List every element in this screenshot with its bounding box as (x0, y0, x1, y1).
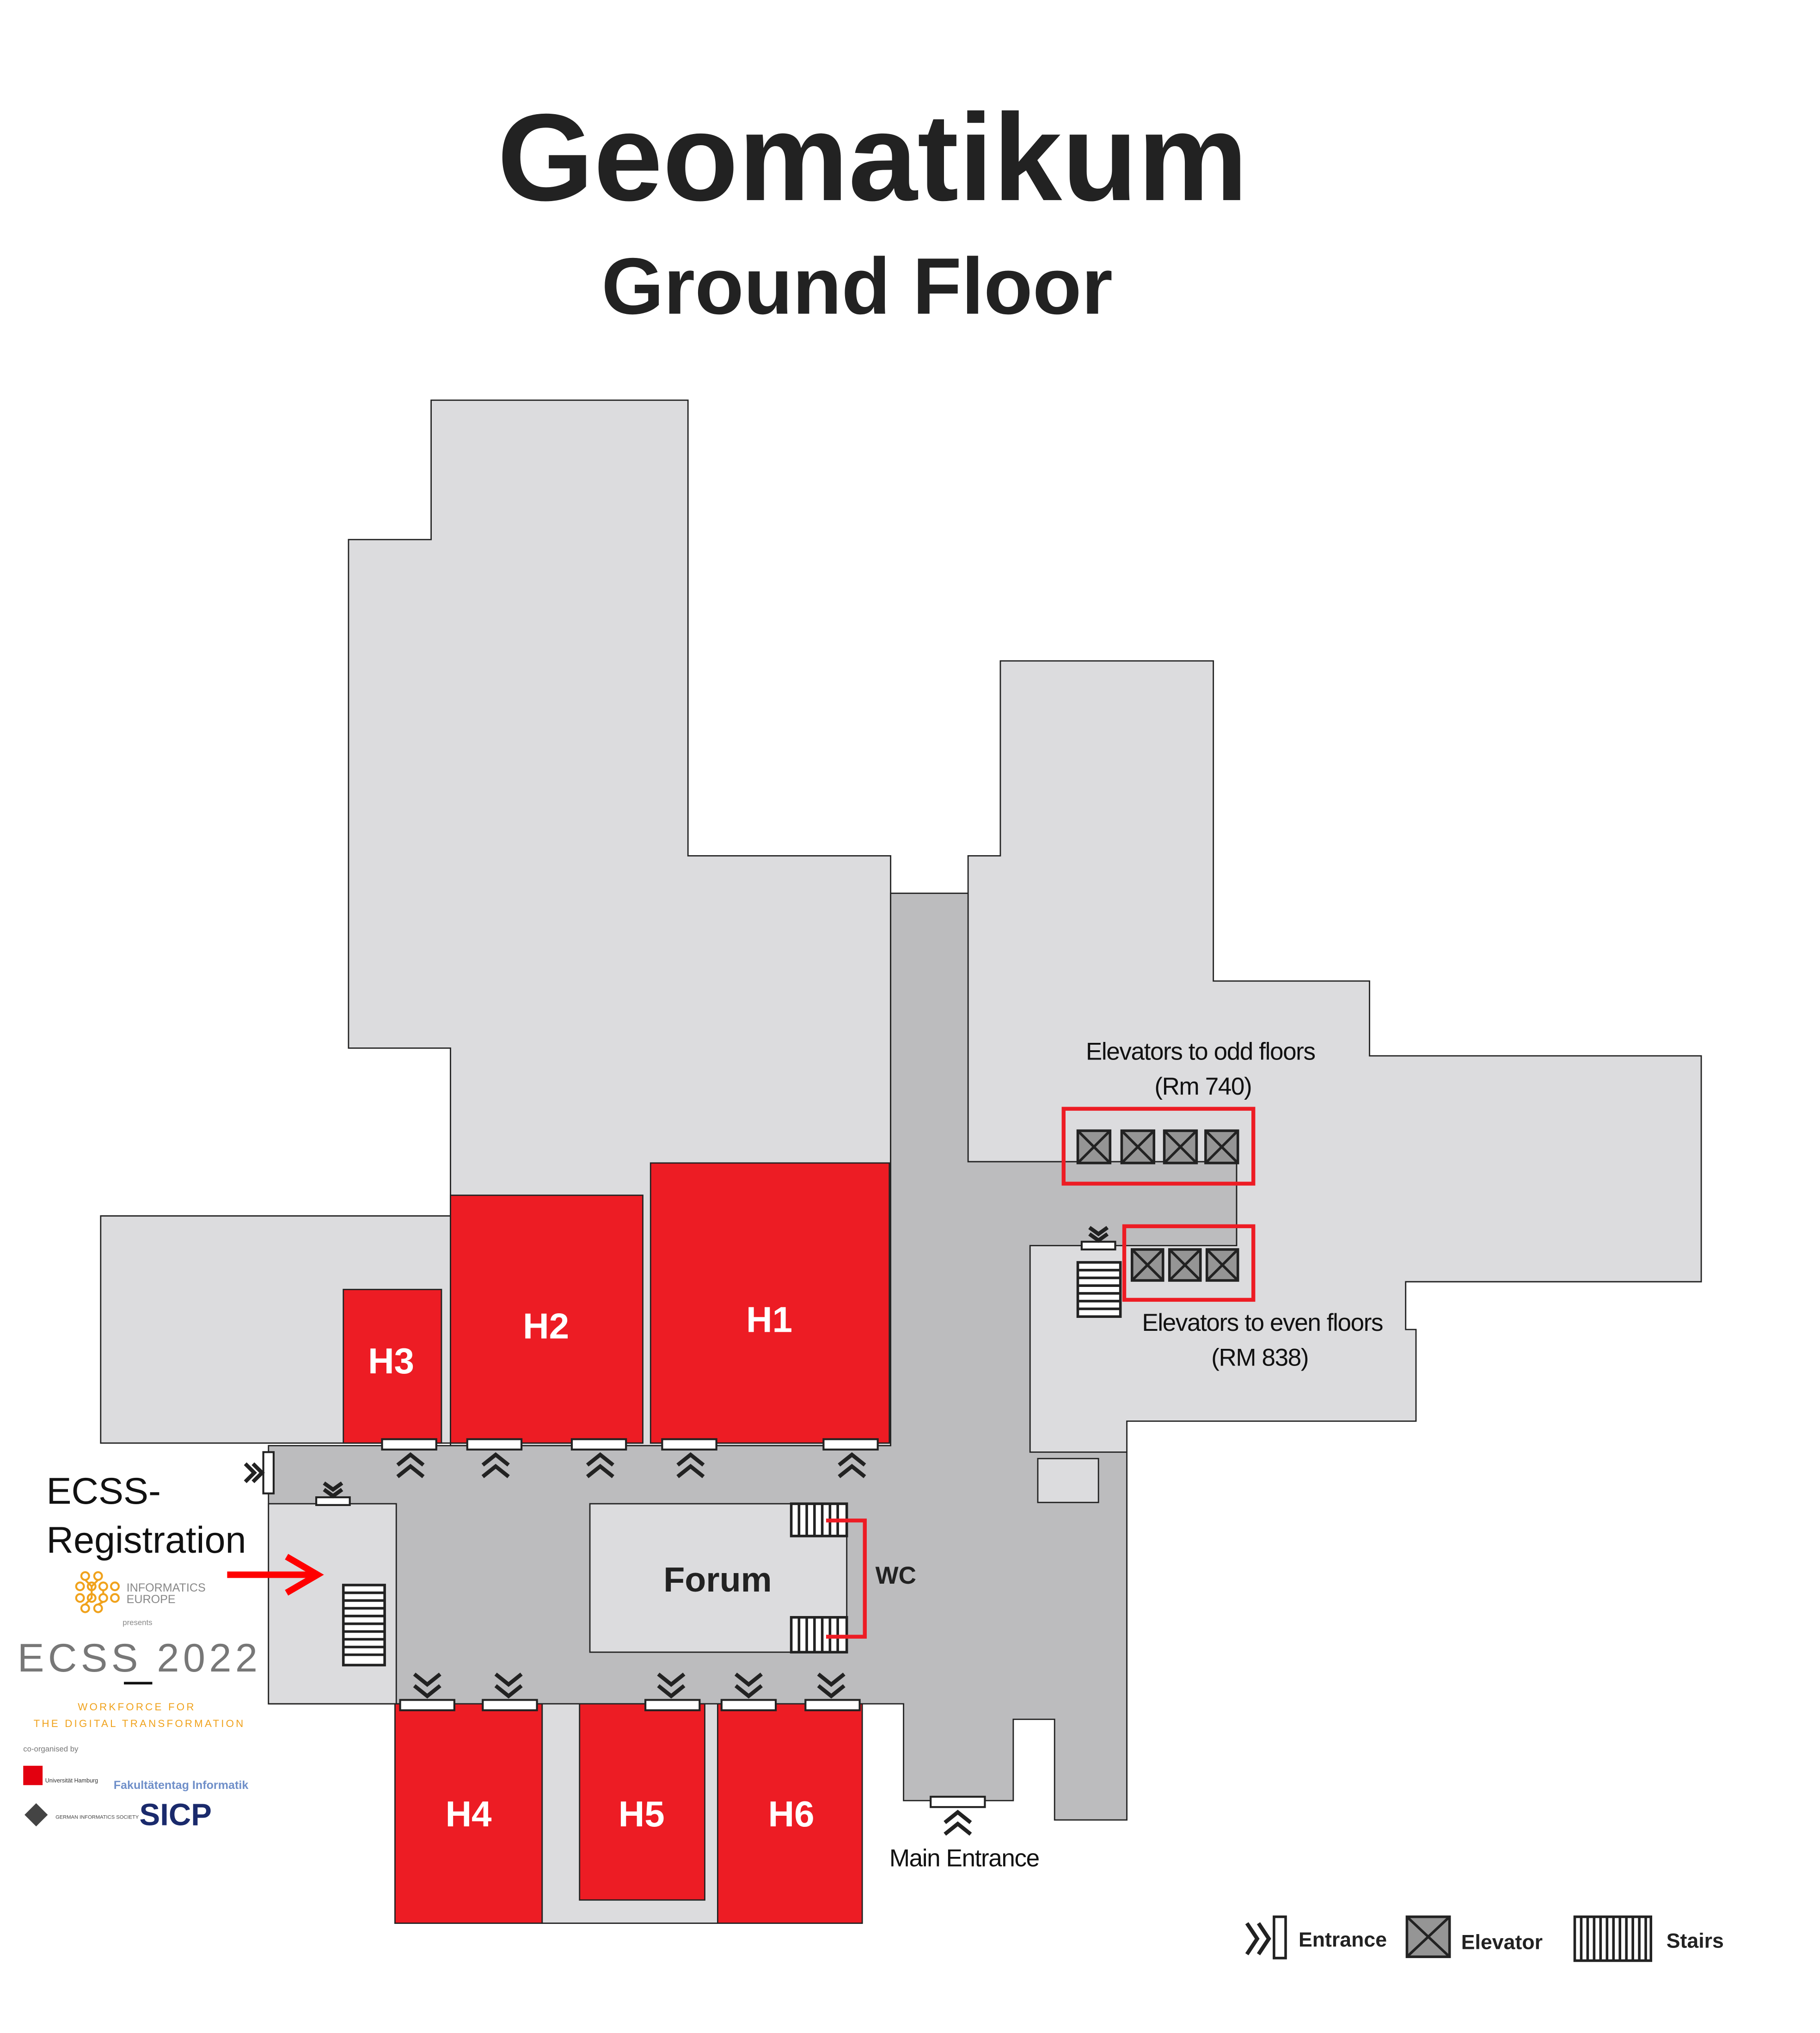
svg-text:WORKFORCE FOR: WORKFORCE FOR (78, 1701, 196, 1713)
room-h6-label: H6 (768, 1794, 815, 1834)
elevators-even-room: (RM 838) (1211, 1344, 1308, 1371)
elevators-even-label: Elevators to even floors (1142, 1309, 1383, 1336)
registration-label-1: ECSS- (47, 1470, 161, 1512)
room-h4-label: H4 (446, 1794, 492, 1834)
legend-stairs-label: Stairs (1667, 1930, 1724, 1953)
legend-entrance-icon (1245, 1915, 1287, 1960)
registration-arrow-icon (227, 1554, 324, 1596)
svg-text:Fakultätentag Informatik: Fakultätentag Informatik (114, 1779, 249, 1792)
elevators-odd-label: Elevators to odd floors (1086, 1038, 1315, 1065)
legend-stairs-icon (1573, 1915, 1653, 1962)
legend-elevator-label: Elevator (1461, 1931, 1543, 1953)
room-h5[interactable] (579, 1703, 705, 1901)
legend: Entrance Elevator Stairs (1245, 1915, 1724, 1962)
elevator-icon (1076, 1129, 1239, 1282)
legend-elevator-icon (1405, 1915, 1451, 1958)
legend-entrance-label: Entrance (1299, 1929, 1387, 1951)
svg-text:THE DIGITAL TRANSFORMATION: THE DIGITAL TRANSFORMATION (34, 1718, 245, 1729)
page-subtitle: Ground Floor (601, 241, 1113, 331)
svg-text:GERMAN INFORMATICS SOCIETY: GERMAN INFORMATICS SOCIETY (55, 1814, 139, 1820)
room-h3[interactable] (343, 1289, 442, 1444)
main-entrance[interactable] (930, 1795, 986, 1808)
room-h1[interactable] (650, 1162, 890, 1444)
main-entrance-chevron-icon (944, 1810, 972, 1836)
small-room (1037, 1457, 1099, 1503)
page-title: Geomatikum (497, 88, 1248, 227)
ecss-logo: INFORMATICS EUROPE presents ECSS 2022 WO… (18, 1571, 262, 1832)
room-h5-label: H5 (619, 1794, 665, 1834)
elevators-even-highlight (1122, 1224, 1256, 1302)
svg-text:INFORMATICS: INFORMATICS (127, 1581, 206, 1594)
room-h2[interactable] (450, 1194, 643, 1444)
wc-label[interactable]: WC (876, 1562, 916, 1589)
svg-text:EUROPE: EUROPE (127, 1593, 176, 1606)
svg-text:presents: presents (123, 1618, 152, 1627)
svg-text:co-organised by: co-organised by (23, 1745, 79, 1753)
svg-text:ECSS 2022: ECSS 2022 (18, 1636, 262, 1680)
room-h3-label: H3 (368, 1341, 414, 1381)
main-entrance-label: Main Entrance (889, 1845, 1039, 1872)
room-h2-label: H2 (523, 1306, 569, 1347)
elevators-odd-highlight (1061, 1107, 1256, 1186)
wc-bracket (826, 1519, 867, 1639)
room-h6[interactable] (717, 1703, 863, 1924)
entrance-icon (244, 1226, 1116, 1711)
svg-text:SICP: SICP (140, 1797, 212, 1832)
svg-text:Universität Hamburg: Universität Hamburg (45, 1777, 98, 1784)
forum-label: Forum (663, 1560, 772, 1599)
elevators-odd-room: (Rm 740) (1154, 1073, 1251, 1100)
room-h4[interactable] (394, 1703, 543, 1924)
registration-label-2: Registration (47, 1519, 246, 1561)
room-h1-label: H1 (746, 1299, 792, 1340)
